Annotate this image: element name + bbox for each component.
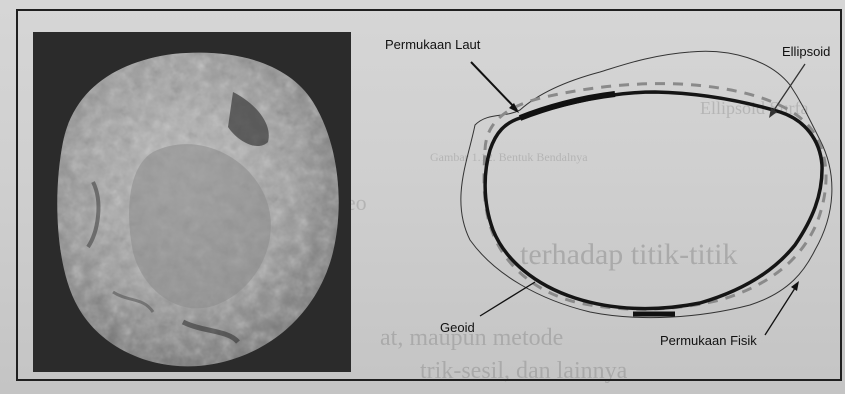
sea-surface-pointer [471,62,517,110]
ellipsoid-curve [484,84,826,310]
physical-surface-arrowhead [791,281,799,291]
physical-surface-label: Permukaan Fisik [660,333,757,348]
geoid-curve [485,92,822,309]
geoid-label: Geoid [440,320,475,335]
geoid-pointer [480,282,535,316]
sea-surface-label: Permukaan Laut [385,37,480,52]
physical-surface-pointer [765,285,797,335]
ellipsoid-label: Ellipsoid [782,44,830,59]
sea-surface-segment [520,94,615,118]
ellipsoid-pointer [772,64,805,113]
